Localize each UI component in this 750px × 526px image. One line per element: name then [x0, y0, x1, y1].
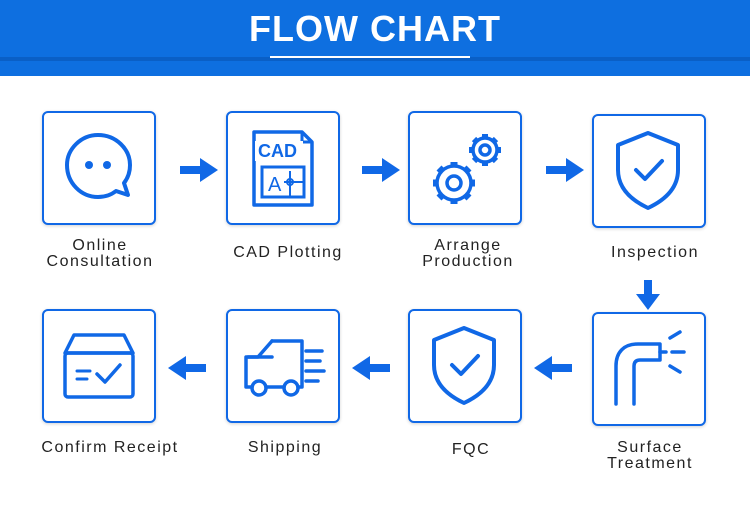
arrow-left-icon	[534, 356, 572, 380]
step-fqc-box	[408, 309, 522, 423]
page-title: FLOW CHART	[249, 8, 501, 49]
step-arrange-production-box	[408, 111, 522, 225]
header-stripe	[0, 57, 750, 61]
step-fqc-label: FQC	[451, 441, 491, 458]
step-cad-plotting-box: CAD A	[226, 111, 340, 225]
step-inspection-label: Inspection	[611, 244, 699, 261]
step-inspection-box	[592, 114, 706, 228]
arrow-left-icon	[168, 356, 206, 380]
arrow-down-icon	[636, 280, 660, 310]
cad-text: CAD	[258, 141, 297, 161]
step-shipping-box	[226, 309, 340, 423]
spray-nozzle-icon	[614, 330, 686, 406]
shield-check-icon	[616, 131, 680, 210]
step-cad-plotting-label: CAD Plotting	[233, 244, 343, 261]
received-box-icon	[63, 333, 135, 399]
delivery-truck-icon	[244, 339, 326, 397]
arrow-right-icon	[362, 158, 400, 182]
step-online-consultation-box	[42, 111, 156, 225]
chat-bubble-icon	[65, 133, 132, 199]
arrow-right-icon	[180, 158, 218, 182]
step-surface-treatment-box	[592, 312, 706, 426]
cad-file-icon: CAD A	[252, 130, 314, 207]
gears-icon	[433, 134, 501, 204]
header-banner: FLOW CHART	[0, 0, 750, 76]
cad-letter: A	[268, 174, 282, 196]
arrow-left-icon	[352, 356, 390, 380]
step-confirm-receipt-box	[42, 309, 156, 423]
arrow-right-icon	[546, 158, 584, 182]
shield-check-icon	[432, 326, 496, 405]
step-shipping-label: Shipping	[247, 439, 323, 456]
step-confirm-receipt-label: Confirm Receipt	[41, 439, 179, 456]
title-underline	[270, 56, 470, 58]
